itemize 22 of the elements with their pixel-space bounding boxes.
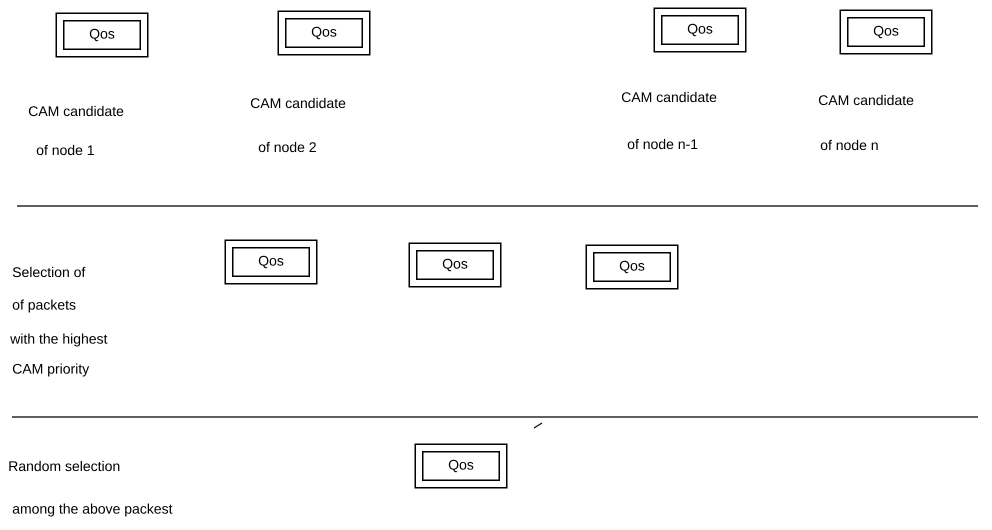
label: among the above packest	[12, 503, 172, 517]
label: Selection of	[12, 266, 86, 278]
qos-box: Qos	[586, 244, 678, 290]
node-label: CAM candidate	[622, 92, 716, 102]
qos-box: Qos	[654, 8, 746, 52]
qos-box: Qos	[840, 10, 933, 54]
node-label: of node 2	[258, 142, 316, 152]
node-label: CAM candidate	[28, 106, 124, 116]
label: Random selection	[9, 460, 120, 472]
node-label: of node 1	[36, 144, 94, 156]
qos-box: Qos	[414, 444, 508, 488]
node-label: of node n	[820, 140, 878, 150]
qos-box: Qos	[224, 240, 318, 284]
qos-box: Qos	[408, 242, 502, 288]
label: CAM priority	[12, 363, 90, 377]
label: with the highest	[10, 333, 108, 347]
label: of packets	[12, 299, 76, 313]
qos-box: Qos	[56, 12, 148, 58]
node-label: CAM candidate	[250, 98, 346, 108]
qos-box: Qos	[278, 10, 370, 56]
node-label: CAM candidate	[818, 94, 914, 106]
node-label: of node n-1	[628, 138, 698, 150]
